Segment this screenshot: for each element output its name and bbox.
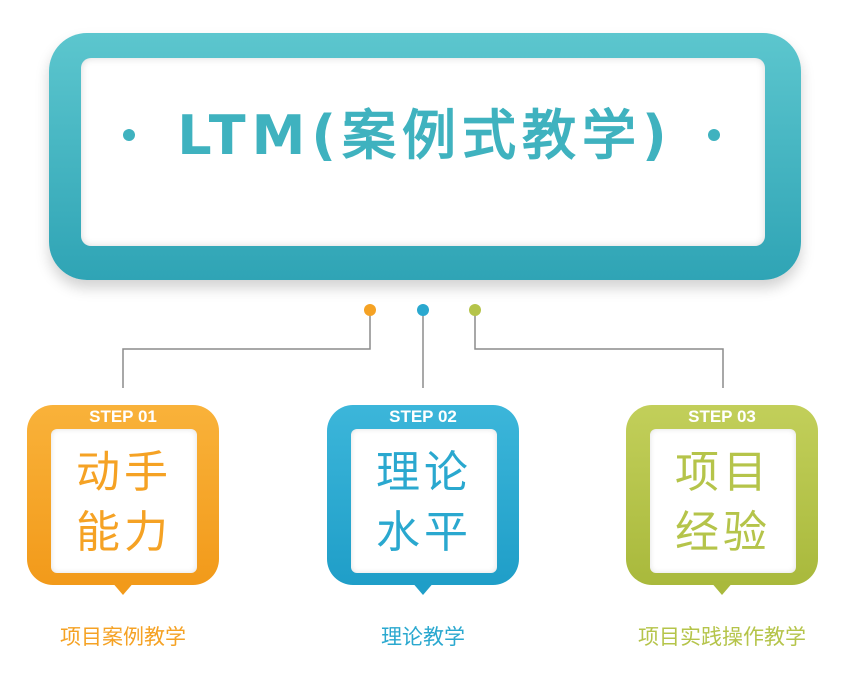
connector-step-1 [122,312,371,388]
step-card-3: STEP 03 项目 经验 [626,405,818,595]
step-1-line-1: 动手 [76,447,172,498]
step-3-pointer [710,581,734,595]
title-right-dot [708,129,720,141]
title-panel [81,58,765,246]
step-2-line-1: 理论 [376,447,472,498]
step-3-label: STEP 03 [688,407,756,426]
step-1-line-2: 能力 [76,507,172,558]
step-3-line-1: 项目 [675,447,771,498]
step-2-line-2: 水平 [376,507,472,558]
step-1-label: STEP 01 [89,407,157,426]
step-2-pointer [411,581,435,595]
step-1-pointer [111,581,135,595]
diagram-title: LTM(案例式教学) [177,104,673,167]
step-1-panel [51,429,197,573]
step-3-panel [650,429,796,573]
step-card-2: STEP 02 理论 水平 [327,405,519,595]
step-3-caption: 项目实践操作教学 [638,625,806,649]
connector-step-3 [474,312,724,388]
step-2-caption: 理论教学 [381,625,465,649]
connector-dot-orange [364,304,376,316]
step-card-1: STEP 01 动手 能力 [27,405,219,595]
title-left-dot [123,129,135,141]
connector-dot-blue [417,304,429,316]
step-2-panel [351,429,497,573]
step-1-caption: 项目案例教学 [60,625,186,649]
connector-dot-green [469,304,481,316]
step-2-label: STEP 02 [389,407,457,426]
step-3-line-2: 经验 [675,507,771,558]
